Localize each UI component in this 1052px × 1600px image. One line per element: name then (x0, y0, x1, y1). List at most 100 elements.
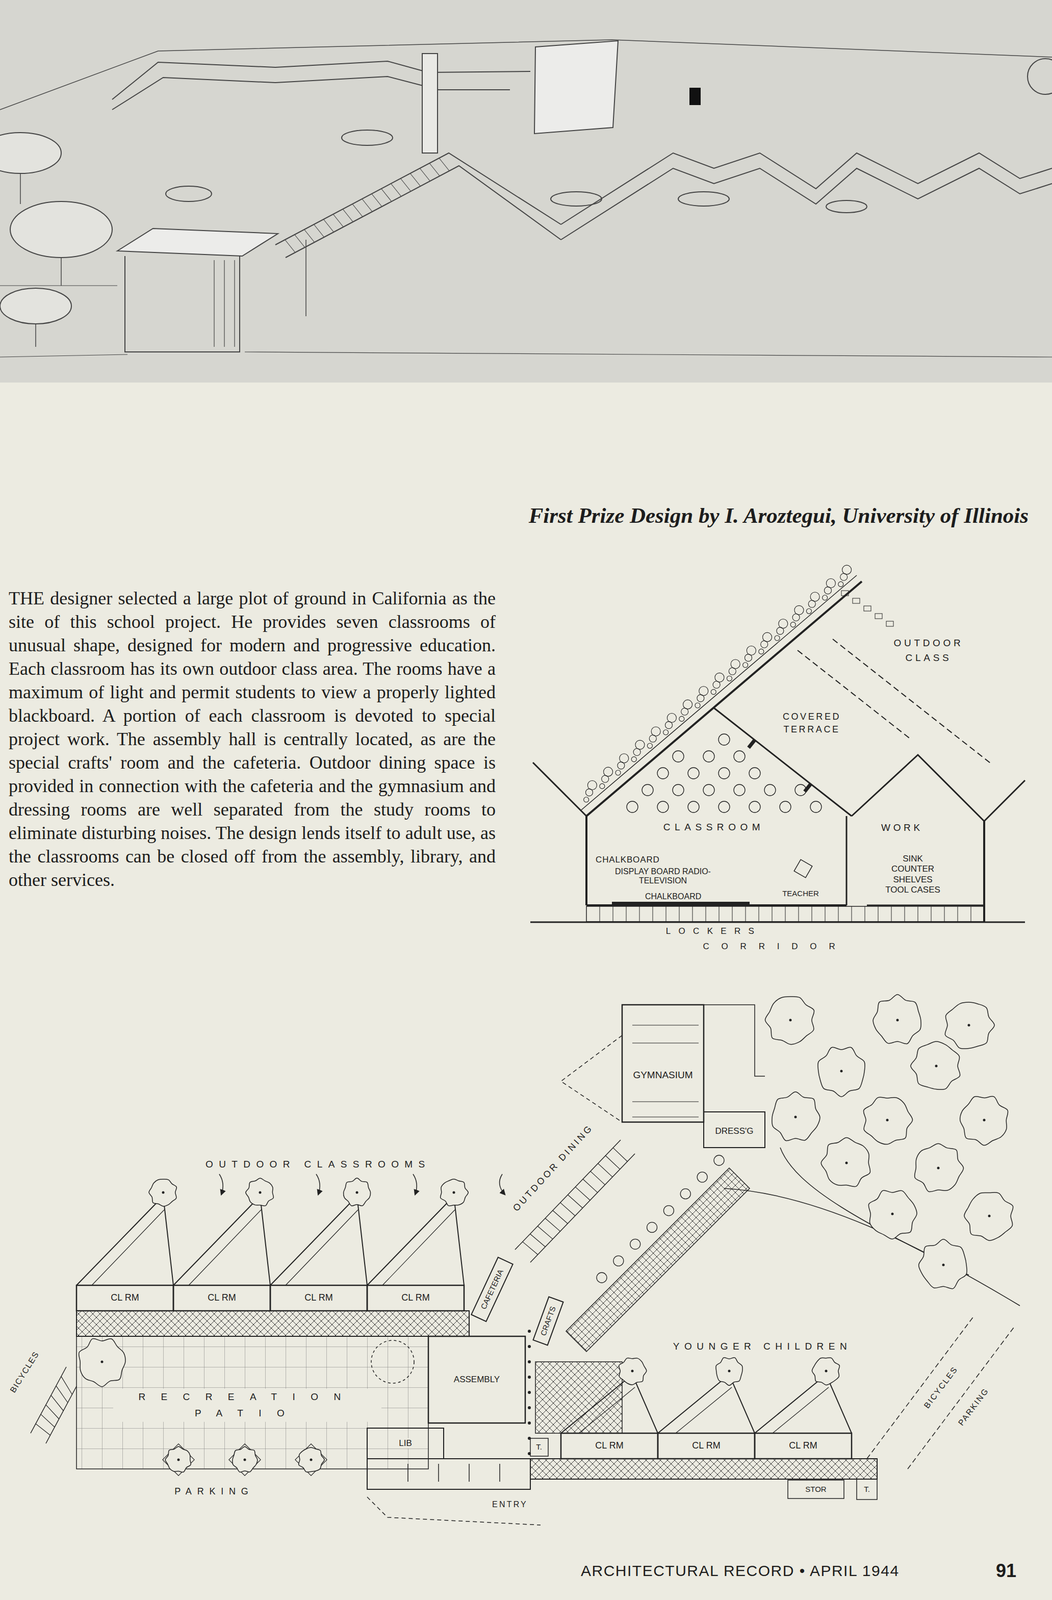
walkway-hatch (342, 209, 353, 222)
classroom-plan (530, 575, 1025, 922)
planting-symbol (599, 783, 605, 789)
site-plan (499, 1173, 505, 1195)
room-label: STOR (803, 1484, 828, 1494)
perspective-sketch (422, 53, 438, 153)
tree-symbol (355, 1191, 359, 1194)
tree-symbol (715, 1357, 743, 1386)
classroom-plan (852, 598, 860, 604)
area-label: PARKING (955, 1384, 992, 1429)
desk-symbol (703, 784, 715, 796)
site-plan (30, 1366, 67, 1433)
column-symbol (527, 1436, 531, 1440)
site-plan (535, 1361, 623, 1433)
room-label: CL RM (690, 1440, 722, 1452)
planting-symbol (842, 565, 852, 575)
locker-line (878, 906, 879, 922)
tree-symbol (765, 996, 815, 1045)
desk-symbol (718, 801, 730, 813)
tree-symbol (371, 1340, 415, 1383)
area-label: BICYCLES (7, 1347, 42, 1396)
classroom-outline (76, 1285, 174, 1311)
locker-line (772, 906, 773, 922)
classroom-outline (367, 1285, 465, 1311)
perspective-sketch (305, 239, 307, 317)
locker-line (838, 906, 839, 922)
locker-line (891, 906, 892, 922)
perspective-sketch (20, 173, 62, 347)
tree-symbol (918, 1239, 968, 1289)
page-title: First Prize Design by I. Aroztegui, Univ… (527, 502, 1031, 529)
tree-symbol (243, 1458, 247, 1461)
classroom-plan (845, 815, 848, 906)
planting-symbol (651, 726, 661, 736)
dining-strip (537, 1225, 553, 1239)
locker-line (599, 906, 601, 922)
locker-line (798, 906, 800, 922)
column-symbol (527, 1360, 531, 1364)
desk-symbol (672, 750, 684, 762)
tree-symbol (631, 1369, 634, 1373)
dining-strip (590, 1170, 606, 1185)
column-symbol (527, 1329, 531, 1333)
perspective-sketch (124, 255, 240, 352)
area-label: OUTDOOR DINING (509, 1120, 597, 1215)
tree-symbol (896, 1018, 900, 1022)
dining-strip (568, 1194, 583, 1209)
tree-symbol (772, 1091, 820, 1141)
tree-symbol (811, 1357, 840, 1385)
column-symbol (527, 1451, 531, 1455)
body-text: THE designer selected a large plot of gr… (7, 586, 498, 892)
room-label: CL RM (302, 1292, 335, 1304)
locker-line (665, 906, 667, 922)
locker-line (931, 906, 932, 922)
planting-symbol (583, 797, 589, 803)
desk-symbol (794, 784, 807, 796)
bicycle-rack (35, 1423, 51, 1435)
site-plan (703, 1111, 765, 1148)
walkway-hatch (294, 234, 305, 248)
outdoor-class-outline (285, 1209, 358, 1286)
perspective-sketch (275, 152, 561, 245)
tree-symbol (162, 1191, 165, 1194)
dining-strip (560, 1202, 576, 1216)
tree-symbol (863, 1096, 913, 1144)
dining-strip (605, 1155, 620, 1170)
perspective-sketch (10, 201, 113, 258)
column-symbol (527, 1390, 531, 1394)
site-plan (407, 1463, 500, 1482)
site-plan (413, 1173, 417, 1195)
perspective-sketch (689, 87, 701, 106)
perspective-sketch (826, 200, 867, 213)
dining-strip (612, 1147, 628, 1162)
tree-symbol (452, 1191, 456, 1194)
dining-strip (522, 1241, 538, 1255)
room-label: COVERED TERRACE (764, 710, 860, 736)
perspective-sketch (117, 228, 278, 256)
bicycle-rack (45, 1404, 60, 1419)
tree-symbol (440, 1178, 469, 1207)
tree-symbol (825, 1369, 828, 1373)
area-label: OUTDOOR CLASSROOMS (203, 1158, 433, 1171)
locker-line (811, 906, 813, 922)
outdoor-class-outline (91, 1209, 165, 1286)
site-plan (367, 1427, 444, 1459)
tree-symbol (988, 1214, 991, 1218)
outdoor-class-outline (173, 1195, 271, 1286)
site-plan (530, 1438, 549, 1456)
desk-symbol (733, 784, 746, 796)
planting-symbol (726, 675, 732, 681)
perspective-sketch (550, 191, 602, 207)
column-symbol (613, 1255, 624, 1266)
tree-symbol (935, 1064, 938, 1068)
tree-grate (228, 1443, 261, 1476)
room-label: T. (534, 1442, 544, 1452)
desk-symbol (626, 801, 638, 813)
classroom-outline (657, 1432, 755, 1459)
fixture-label: CHALKBOARD (643, 891, 703, 902)
fixture-label: SINK COUNTER SHELVES TOOL CASES (880, 853, 945, 896)
bicycle-rack (56, 1385, 68, 1403)
site-plan (30, 1004, 1020, 1525)
outdoor-class-outline (76, 1195, 174, 1286)
room-label: CORRIDOR (701, 941, 850, 952)
planting-symbol (810, 592, 820, 602)
